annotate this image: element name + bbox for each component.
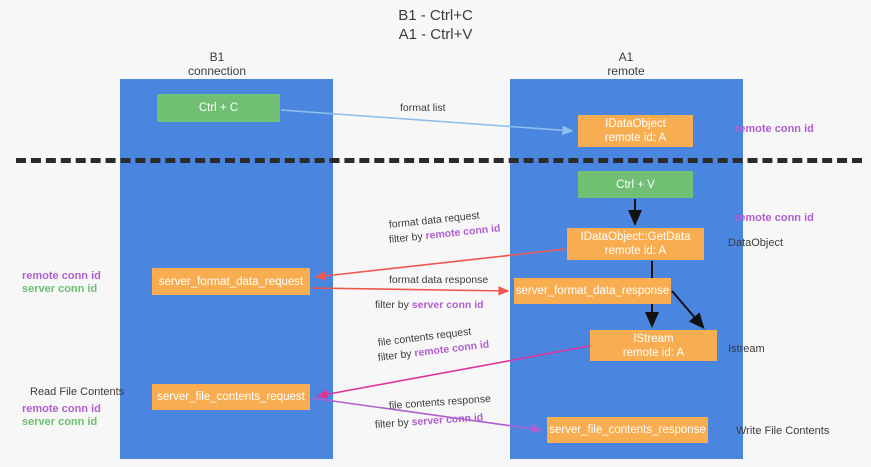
box-idataobject-getdata[interactable]: IDataObject::GetData remote id: A — [567, 228, 704, 260]
column-header-a1-line2: remote — [607, 64, 645, 78]
box-server-file-contents-response-label: server_file_contents_response — [549, 424, 706, 436]
box-server-format-data-request[interactable]: server_format_data_request — [152, 268, 310, 295]
note-remote-conn-id-top: remote conn id — [735, 123, 814, 135]
box-idataobject-label: IDataObject — [605, 118, 666, 130]
column-header-a1: A1 remote — [546, 50, 706, 78]
box-server-format-data-request-label: server_format_data_request — [158, 275, 304, 288]
box-istream-label: IStream — [633, 332, 674, 345]
filter-prefix: filter by — [377, 347, 416, 364]
box-idataobject-sub: remote id: A — [604, 132, 667, 144]
box-server-file-contents-response[interactable]: server_file_contents_response — [547, 417, 708, 443]
edge-label-file-contents-response: file contents response — [388, 392, 492, 412]
box-idataobject[interactable]: IDataObject remote id: A — [578, 115, 693, 147]
box-ctrl-v[interactable]: Ctrl + V — [578, 171, 693, 198]
box-server-format-data-response[interactable]: server_format_data_response — [514, 278, 671, 304]
filter-prefix: filter by — [375, 299, 412, 311]
box-ctrl-c[interactable]: Ctrl + C — [157, 94, 280, 122]
box-getdata-label: IDataObject::GetData — [580, 231, 691, 243]
diagram-title: B1 - Ctrl+C A1 - Ctrl+V — [0, 6, 871, 44]
column-header-b1-line1: B1 — [209, 50, 225, 64]
filter-key-server-conn-id: server conn id — [411, 299, 484, 311]
box-getdata-sub: remote id: A — [604, 245, 667, 257]
note-read-file-contents: Read File Contents — [30, 386, 125, 398]
filter-key-server-conn-id: server conn id — [411, 411, 484, 429]
arrow-format-data-response — [310, 286, 510, 296]
note-left-server-conn-id-mid: server conn id — [22, 283, 98, 295]
note-left-server-conn-id-bottom: server conn id — [22, 416, 98, 428]
note-left-remote-conn-id-mid: remote conn id — [22, 270, 101, 282]
note-remote-conn-id-mid: remote conn id — [735, 212, 814, 224]
column-header-b1: B1 connection — [137, 50, 297, 78]
box-server-file-contents-request-label: server_file_contents_request — [157, 391, 305, 403]
note-dataobject: DataObject — [728, 237, 784, 249]
box-server-file-contents-request[interactable]: server_file_contents_request — [152, 384, 310, 410]
box-server-format-data-response-label: server_format_data_response — [515, 285, 670, 297]
box-istream[interactable]: IStream remote id: A — [590, 330, 717, 361]
edge-label-format-list: format list — [400, 102, 446, 114]
box-istream-sub: remote id: A — [622, 346, 685, 359]
box-ctrl-v-label: Ctrl + V — [616, 178, 655, 191]
title-line-1: B1 - Ctrl+C — [398, 7, 473, 24]
edge-label-format-data-response: format data response — [389, 274, 489, 286]
title-line-2: A1 - Ctrl+V — [398, 26, 473, 43]
note-istream: Istream — [728, 343, 765, 355]
edge-label-file-contents-response-filter: filter by server conn id — [375, 411, 484, 432]
note-left-remote-conn-id-bottom: remote conn id — [22, 403, 101, 415]
filter-prefix: filter by — [374, 416, 413, 431]
edge-label-format-data-response-filter: filter by server conn id — [375, 299, 484, 312]
column-header-b1-line2: connection — [187, 64, 247, 78]
phase-divider — [16, 158, 862, 163]
filter-prefix: filter by — [388, 230, 427, 246]
note-write-file-contents: Write File Contents — [736, 425, 830, 437]
box-ctrl-c-label: Ctrl + C — [198, 102, 239, 114]
column-header-a1-line1: A1 — [618, 50, 634, 64]
